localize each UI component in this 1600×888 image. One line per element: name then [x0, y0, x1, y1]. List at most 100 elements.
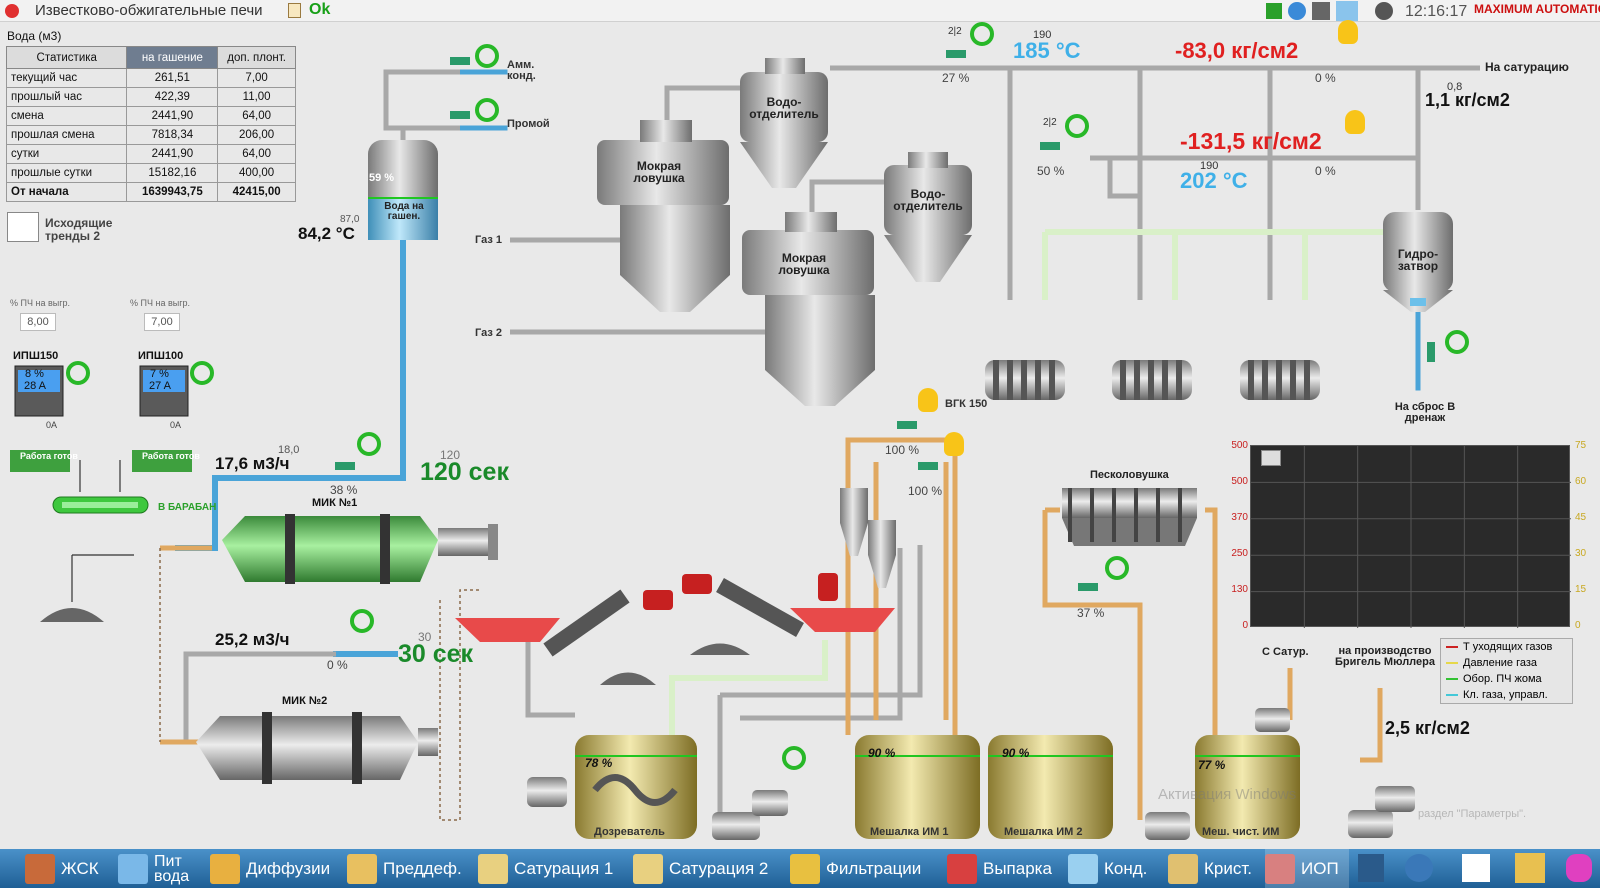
tab-predef[interactable]: Преддеф.	[347, 849, 462, 888]
legend-swatch	[1446, 646, 1458, 648]
valve-icon[interactable]	[1040, 142, 1060, 150]
tab-saturation-1[interactable]: Сатурация 1	[478, 849, 613, 888]
orange-pipes	[160, 437, 1383, 820]
ipsh150-label: ИПШ150	[13, 350, 59, 362]
valve-icon[interactable]	[946, 50, 966, 58]
refresh-icon[interactable]	[1065, 114, 1089, 138]
vgk-label: ВГК 150	[945, 398, 988, 410]
valve-22b-pct: 50 %	[1037, 164, 1065, 178]
pressure1: -83,0 кг/см2	[1175, 38, 1299, 63]
mix2-pct: 90 %	[1002, 746, 1030, 760]
to-production-label: на производство Бригель Мюллера	[1335, 645, 1435, 668]
hand-icon[interactable]	[918, 388, 938, 412]
trend-icon[interactable]	[7, 212, 39, 242]
tab-zhsk[interactable]: ЖСК	[25, 849, 99, 888]
valve-icon[interactable]	[450, 57, 470, 65]
pch2-input[interactable]: 7,00	[144, 313, 180, 331]
refresh-icon[interactable]	[190, 361, 214, 385]
valve-icon[interactable]	[918, 462, 938, 470]
timer2: 30 сек	[398, 640, 474, 668]
stat-label: сутки	[5, 144, 128, 164]
separator-1-label: Водо- отделитель	[749, 95, 819, 121]
tab-condensate[interactable]: Конд.	[1068, 849, 1147, 888]
stat-label: текущий час	[5, 68, 128, 88]
saturation-icon	[633, 853, 663, 884]
refresh-icon[interactable]	[970, 22, 994, 46]
valve-icon[interactable]	[1427, 342, 1435, 362]
doz-label: Дозреватель	[594, 826, 665, 838]
sand-valve-pct: 37 %	[1077, 606, 1105, 620]
users-icon[interactable]	[1312, 2, 1330, 20]
refresh-icon[interactable]	[357, 432, 381, 456]
document-icon[interactable]	[288, 3, 301, 18]
valve-icon[interactable]	[450, 111, 470, 119]
legend-swatch	[1446, 678, 1458, 680]
legend-swatch	[1446, 694, 1458, 696]
tab-filtration[interactable]: Фильтрации	[790, 849, 921, 888]
close-icon[interactable]	[5, 4, 19, 18]
refresh-icon[interactable]	[475, 98, 499, 122]
trend-button-label[interactable]: Исходящие тренды 2	[45, 216, 113, 243]
refresh-icon[interactable]	[66, 361, 90, 385]
hand-icon[interactable]	[1566, 854, 1592, 882]
y-tick-label: 30	[1575, 548, 1587, 559]
refresh-icon[interactable]	[475, 44, 499, 68]
tab-label: ЖСК	[61, 858, 99, 878]
y-tick-label: 75	[1575, 440, 1587, 451]
refresh-icon[interactable]	[782, 746, 806, 770]
engineer-icon[interactable]	[1515, 853, 1545, 883]
tab-pit-voda[interactable]: Пит вода	[118, 849, 194, 888]
stat-header: Статистика	[5, 46, 128, 69]
chat-icon[interactable]	[1288, 2, 1306, 20]
water-tank	[368, 140, 438, 240]
to-drum-label: В БАРАБАН	[158, 502, 217, 513]
refresh-icon[interactable]	[1445, 330, 1469, 354]
tab-evaporation[interactable]: Выпарка	[947, 849, 1052, 888]
chart-settings-icon[interactable]	[1261, 450, 1281, 466]
stat-value: 64,00	[217, 106, 296, 126]
valve-icon[interactable]	[335, 462, 355, 470]
hand-icon[interactable]	[944, 432, 964, 456]
valve-icon[interactable]	[1078, 583, 1098, 591]
tab-saturation-2[interactable]: Сатурация 2	[633, 849, 768, 888]
y-tick-label: 130	[1231, 584, 1248, 595]
mik1-label: МИК №1	[312, 497, 358, 509]
operator-icon[interactable]	[1375, 2, 1393, 20]
ipsh100-amp: 27 A	[149, 380, 172, 392]
list-icon[interactable]	[1358, 854, 1384, 882]
stat-value: 7818,34	[126, 125, 219, 145]
hand-icon[interactable]	[1345, 110, 1365, 134]
tab-iop[interactable]: ИОП	[1265, 849, 1349, 888]
pressure3: -131,5 кг/см2	[1180, 128, 1322, 154]
stat-value: 11,00	[217, 87, 296, 107]
network-icon[interactable]	[1266, 3, 1282, 19]
mail-icon[interactable]	[1336, 1, 1358, 21]
stat-value: 2441,90	[126, 106, 219, 126]
ipsh100-pct: 7 %	[150, 368, 169, 380]
tab-crystallization[interactable]: Крист.	[1168, 849, 1252, 888]
valve-icon[interactable]	[897, 421, 917, 429]
pch1-input[interactable]: 8,00	[20, 313, 56, 331]
zhsk-icon	[25, 853, 55, 884]
valve-22b-label: 2|2	[1043, 117, 1057, 128]
refresh-icon[interactable]	[1105, 556, 1129, 580]
y-tick-label: 0	[1242, 620, 1248, 631]
refresh-icon[interactable]	[350, 609, 374, 633]
ipsh150-zero: 0A	[46, 420, 58, 430]
stat-label: прошлый час	[5, 87, 128, 107]
trend-chart[interactable]	[1250, 445, 1571, 628]
doz-pct: 78 %	[585, 756, 613, 770]
hand-icon[interactable]	[1338, 20, 1358, 44]
flow1-sp: 18,0	[278, 444, 300, 456]
gear-icon[interactable]	[1405, 854, 1433, 882]
tab-diffusion[interactable]: Диффузии	[210, 849, 330, 888]
ipsh100-label: ИПШ100	[138, 350, 184, 362]
y-tick-label: 250	[1231, 548, 1248, 559]
legend-label: Т уходящих газов	[1463, 641, 1553, 653]
y-tick-label: 370	[1231, 512, 1248, 523]
y-tick-label: 15	[1575, 584, 1587, 595]
tab-label: Фильтрации	[826, 858, 922, 878]
trend-chart-icon[interactable]	[1462, 854, 1490, 882]
